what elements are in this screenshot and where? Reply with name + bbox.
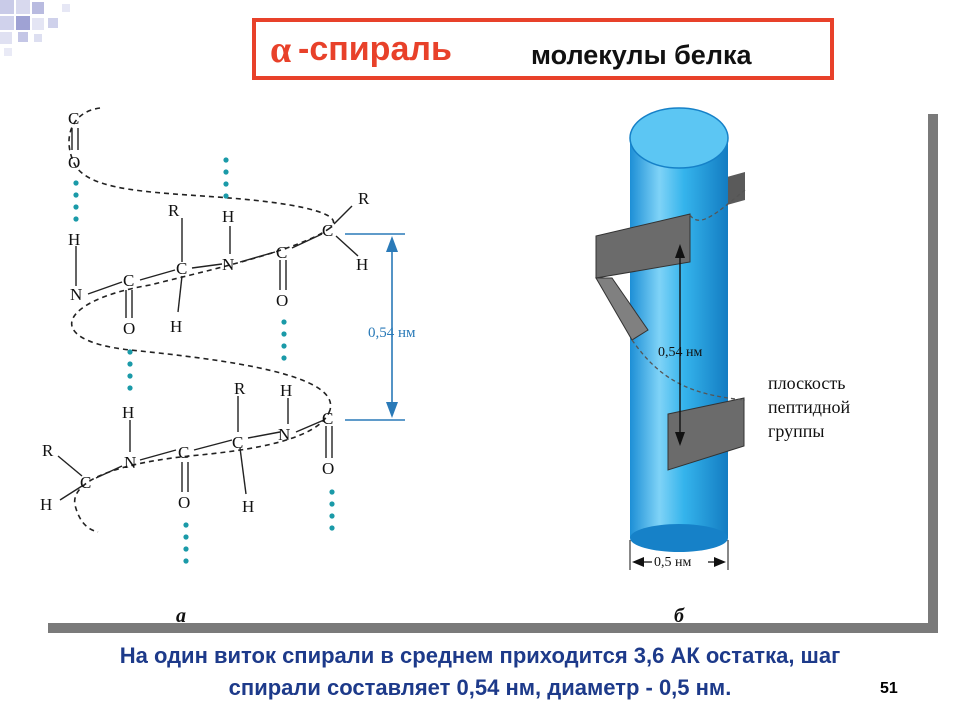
pitch-label-a: 0,54 нм bbox=[368, 325, 416, 341]
title-alpha: α bbox=[270, 29, 292, 71]
caption: На один виток спирали в среднем приходит… bbox=[0, 640, 960, 704]
plane-label-line1: плоскость bbox=[768, 373, 845, 393]
panel-label-b: б bbox=[674, 605, 685, 627]
page-number: 51 bbox=[880, 680, 898, 697]
ribbon-front-top bbox=[595, 213, 691, 279]
atom-h: H bbox=[280, 381, 292, 400]
atom-o: O bbox=[322, 459, 334, 478]
atom-c: C bbox=[322, 221, 333, 240]
atom-c: C bbox=[178, 443, 189, 462]
atom-n: N bbox=[278, 425, 290, 444]
atom-h: H bbox=[122, 403, 134, 422]
atom-r: R bbox=[42, 441, 54, 460]
atom-h: H bbox=[170, 317, 182, 336]
atom-c: C bbox=[176, 259, 187, 278]
plane-label-line2: пептидной bbox=[768, 397, 851, 417]
pitch-label-b: 0,54 нм bbox=[658, 345, 702, 360]
bonds bbox=[57, 128, 359, 501]
atom-o: O bbox=[178, 493, 190, 512]
atom-r: R bbox=[168, 201, 180, 220]
helix-cylinder bbox=[630, 138, 728, 538]
atom-c: C bbox=[276, 243, 287, 262]
corner-decoration bbox=[0, 0, 70, 56]
atom-h: H bbox=[356, 255, 368, 274]
title-subtitle: молекулы белка bbox=[531, 40, 752, 70]
atom-n: N bbox=[124, 453, 136, 472]
plane-label-line3: группы bbox=[768, 421, 825, 441]
atom-r: R bbox=[234, 379, 246, 398]
atom-c: C bbox=[80, 473, 91, 492]
atom-c: C bbox=[123, 271, 134, 290]
hydrogen-bond-dots bbox=[73, 157, 335, 564]
atom-h: H bbox=[40, 495, 52, 514]
panel-label-a: а bbox=[176, 605, 186, 627]
atom-n: N bbox=[222, 255, 234, 274]
atom-o: O bbox=[276, 291, 288, 310]
diagram-a: C O H N C O R C H H N C O C R H H N C O … bbox=[40, 107, 416, 627]
pitch-measure-a: 0,54 нм bbox=[345, 233, 416, 421]
atom-n: N bbox=[70, 285, 82, 304]
atom-h: H bbox=[68, 230, 80, 249]
atom-h: H bbox=[242, 497, 254, 516]
atom-o: O bbox=[123, 319, 135, 338]
ribbon-front-bottom bbox=[667, 397, 745, 471]
illustration-frame bbox=[48, 114, 938, 633]
title-main: -спираль bbox=[298, 30, 452, 68]
atom-c: C bbox=[68, 109, 79, 128]
atom-o: O bbox=[68, 153, 80, 172]
diagram-b: 0,54 нм 0,5 нм плоскость пептидной групп… bbox=[595, 107, 851, 627]
title-box: α -спираль молекулы белка bbox=[252, 18, 834, 80]
atom-r: R bbox=[358, 189, 370, 208]
atom-c: C bbox=[322, 409, 333, 428]
atom-h: H bbox=[222, 207, 234, 226]
caption-line1: На один виток спирали в среднем приходит… bbox=[119, 643, 841, 668]
atom-c: C bbox=[232, 433, 243, 452]
ribbon-diagonal bbox=[595, 277, 649, 341]
diameter-label: 0,5 нм bbox=[654, 555, 691, 570]
caption-line2: спирали составляет 0,54 нм, диаметр - 0,… bbox=[228, 675, 732, 700]
backbone-dashed-path bbox=[68, 107, 335, 533]
